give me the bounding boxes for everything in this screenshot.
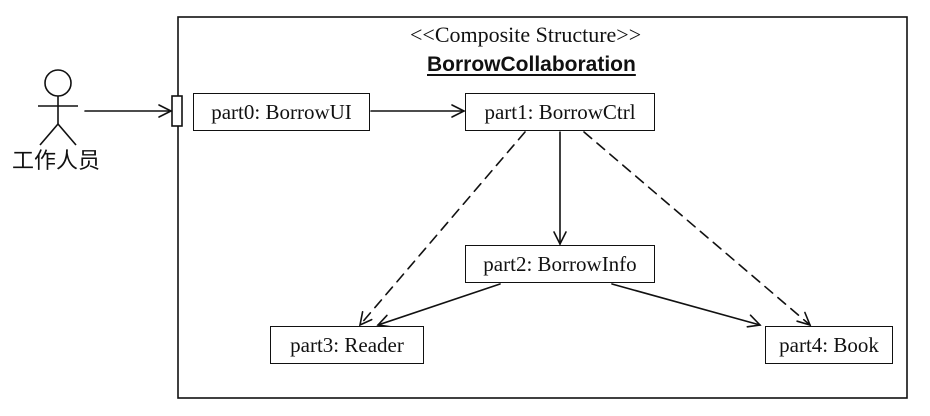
connector-part1-part2 (553, 131, 567, 246)
part2-box: part2: BorrowInfo (465, 245, 655, 283)
connector-part0-part1 (370, 104, 466, 118)
actor-icon (38, 69, 78, 146)
collaboration-title: BorrowCollaboration (427, 53, 636, 76)
stereotype-label: <<Composite Structure>> (410, 22, 642, 47)
part0-label: part0: BorrowUI (211, 99, 352, 124)
actor-label: 工作人员 (12, 149, 101, 174)
dependency-part1-part3 (358, 131, 526, 327)
part4-label: part4: Book (779, 332, 879, 357)
part4-box: part4: Book (765, 326, 893, 364)
part1-box: part1: BorrowCtrl (465, 93, 655, 131)
connector-part2-part3 (376, 283, 501, 328)
port (171, 95, 183, 127)
connector-part2-part4 (611, 283, 762, 328)
part3-box: part3: Reader (270, 326, 424, 364)
part3-label: part3: Reader (290, 332, 404, 357)
part2-label: part2: BorrowInfo (483, 251, 637, 276)
part0-box: part0: BorrowUI (193, 93, 370, 131)
composite-frame (177, 16, 908, 399)
dependency-part1-part4 (583, 131, 812, 327)
connector-actor-port (84, 104, 173, 118)
part1-label: part1: BorrowCtrl (484, 99, 636, 124)
